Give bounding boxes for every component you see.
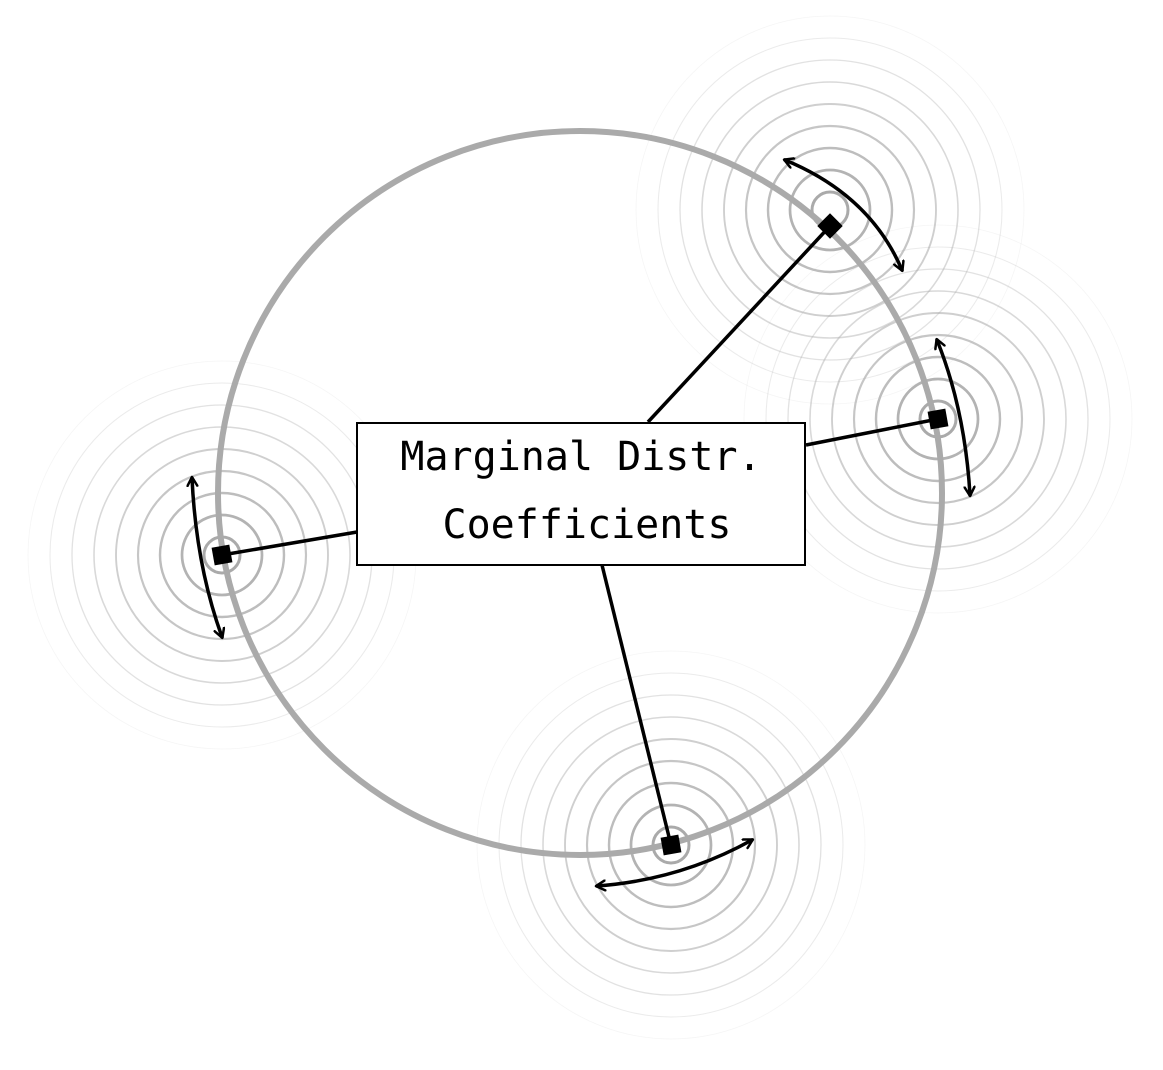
label-line-2: Coefficients [443,502,732,548]
arrow-right[interactable] [937,340,970,495]
arrow-left[interactable] [192,478,222,637]
ripple-ring [564,738,778,952]
ripple-ring [787,268,1089,570]
arrow-top-right[interactable] [785,160,902,270]
ripple-ring [520,694,822,996]
node-left[interactable] [211,544,233,566]
ripple-ring [476,650,866,1040]
label-line-1: Marginal Distr. [400,434,761,480]
connector-right [805,417,939,447]
ripple-ring [723,103,937,317]
ripple-ring [701,81,959,339]
ripple-ring [743,224,1133,614]
arrow-bottom[interactable] [597,838,752,886]
ripple-ring [585,759,757,931]
connector-bottom [600,564,673,846]
arrows [192,160,970,886]
ripple-ring [766,146,894,274]
ripple-ring [852,333,1024,505]
ripple-ring [765,246,1111,592]
ripples-top-right [635,15,1025,405]
ripple-ring [657,37,1003,383]
connector-top-right [646,224,832,424]
connector-left [221,530,358,557]
node-bottom[interactable] [660,834,682,856]
label-box: Marginal Distr. Coefficients [356,422,806,566]
ripple-ring [542,716,800,974]
ripple-ring [744,124,916,296]
node-right[interactable] [927,408,949,430]
label-box-frame [356,422,806,566]
connectors [221,224,939,846]
ripple-ring [635,15,1025,405]
ripple-ring [679,59,981,361]
